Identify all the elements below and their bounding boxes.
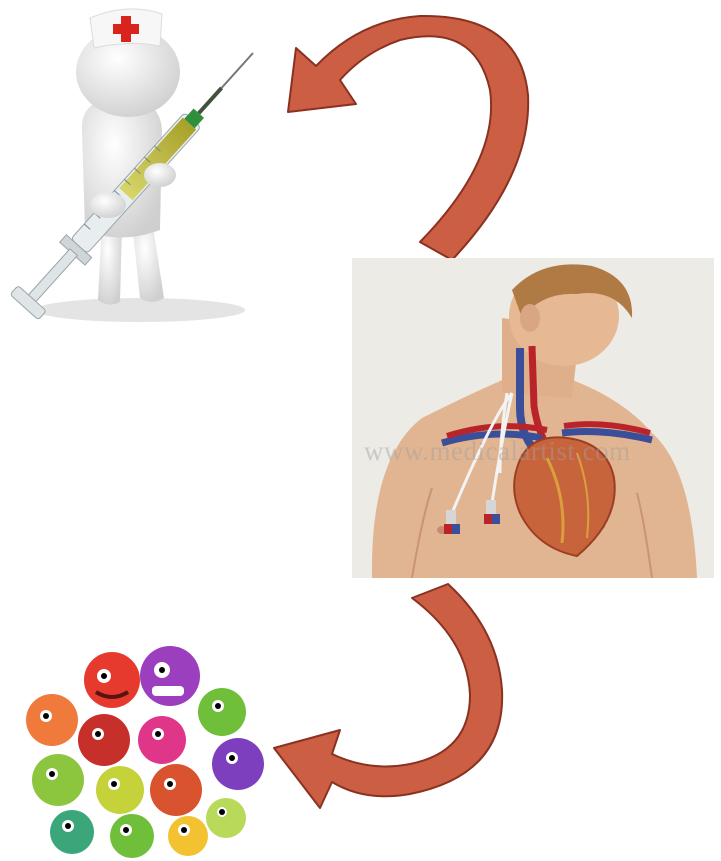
central-line-anatomy: www.medicalartist.com: [352, 258, 714, 578]
watermark: www.medicalartist.com: [364, 436, 704, 467]
curved-arrow-icon: [288, 16, 528, 260]
germ-icon: [84, 652, 140, 708]
germ-icon: [78, 714, 130, 766]
nurse-with-syringe: [10, 0, 260, 325]
germ-icon: [32, 754, 84, 806]
germ-icon: [138, 716, 186, 764]
nurse-shadow: [35, 298, 245, 322]
germ-icon: [50, 810, 94, 854]
germ-icon: [140, 646, 200, 706]
curved-arrow-icon: [274, 584, 502, 808]
germ-icon: [206, 798, 246, 838]
germ-icon: [168, 816, 208, 856]
germ-icon: [212, 738, 264, 790]
germ-icon: [150, 764, 202, 816]
germ-icon: [110, 814, 154, 858]
curved-arrow-top: [270, 0, 570, 265]
germ-icon: [96, 766, 144, 814]
curved-arrow-bottom: [270, 570, 570, 810]
germ-icon: [198, 688, 246, 736]
germs-cluster: [12, 640, 270, 858]
germ-icon: [26, 694, 78, 746]
